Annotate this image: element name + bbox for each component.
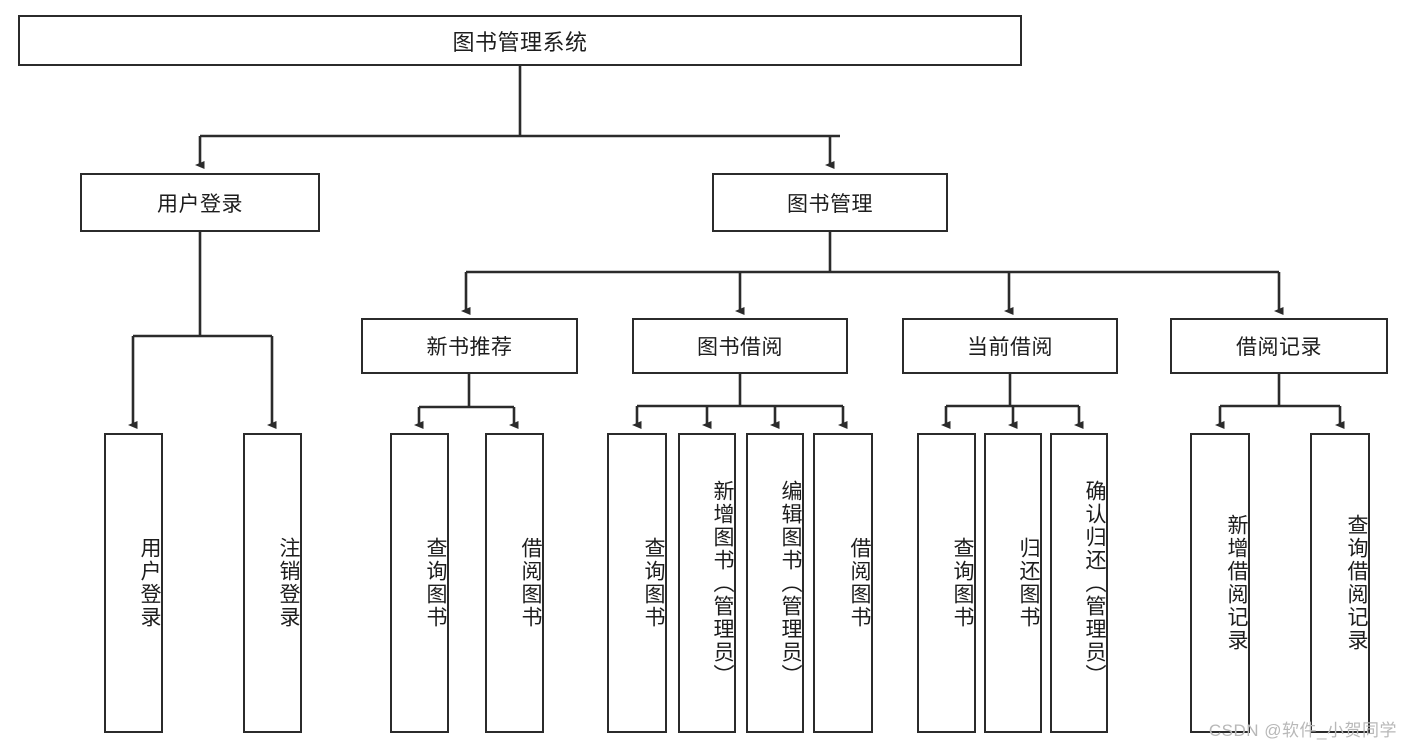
leaf-label: 用户登录: [138, 537, 161, 629]
leaf-user-login-signout[interactable]: 注销登录: [243, 433, 302, 733]
node-user-login[interactable]: 用户登录: [80, 173, 320, 232]
leaf-borrow-edit-book-admin[interactable]: 编辑图书（管理员）: [746, 433, 804, 733]
node-book-management-label: 图书管理: [787, 192, 873, 216]
node-book-borrow[interactable]: 图书借阅: [632, 318, 848, 374]
leaf-borrow-borrow-book[interactable]: 借阅图书: [813, 433, 873, 733]
leaf-label: 查询图书: [642, 537, 665, 629]
leaf-current-query-book[interactable]: 查询图书: [917, 433, 976, 733]
leaf-label: 新增借阅记录: [1225, 514, 1248, 652]
leaf-label: 查询图书: [951, 537, 974, 629]
leaf-label: 注销登录: [277, 537, 300, 629]
node-new-book-recommend[interactable]: 新书推荐: [361, 318, 578, 374]
leaf-recommend-borrow-book[interactable]: 借阅图书: [485, 433, 544, 733]
leaf-current-confirm-return-admin[interactable]: 确认归还（管理员）: [1050, 433, 1108, 733]
leaf-user-login-signin[interactable]: 用户登录: [104, 433, 163, 733]
leaf-recommend-query-book[interactable]: 查询图书: [390, 433, 449, 733]
node-book-borrow-label: 图书借阅: [697, 336, 783, 359]
leaf-label: 查询借阅记录: [1345, 514, 1368, 652]
node-root-label: 图书管理系统: [452, 29, 588, 55]
leaf-label: 新增图书（管理员）: [711, 479, 734, 687]
leaf-current-return-book[interactable]: 归还图书: [984, 433, 1042, 733]
leaf-label: 借阅图书: [848, 537, 871, 629]
node-new-book-recommend-label: 新书推荐: [426, 336, 513, 359]
node-user-login-label: 用户登录: [157, 192, 243, 216]
node-book-management[interactable]: 图书管理: [712, 173, 948, 232]
leaf-record-query-record[interactable]: 查询借阅记录: [1310, 433, 1370, 733]
leaf-label: 查询图书: [424, 537, 447, 629]
leaf-record-add-record[interactable]: 新增借阅记录: [1190, 433, 1250, 733]
leaf-label: 确认归还（管理员）: [1083, 479, 1106, 687]
node-borrow-record-label: 借阅记录: [1236, 336, 1322, 359]
node-borrow-record[interactable]: 借阅记录: [1170, 318, 1388, 374]
leaf-label: 归还图书: [1017, 537, 1040, 629]
leaf-label: 借阅图书: [519, 537, 542, 629]
leaf-label: 编辑图书（管理员）: [779, 479, 802, 687]
node-current-borrow-label: 当前借阅: [967, 336, 1053, 359]
leaf-borrow-add-book-admin[interactable]: 新增图书（管理员）: [678, 433, 736, 733]
leaf-borrow-query-book[interactable]: 查询图书: [607, 433, 667, 733]
node-root[interactable]: 图书管理系统: [18, 15, 1022, 66]
node-current-borrow[interactable]: 当前借阅: [902, 318, 1118, 374]
watermark: CSDN @软件_小贺同学: [1208, 721, 1397, 740]
